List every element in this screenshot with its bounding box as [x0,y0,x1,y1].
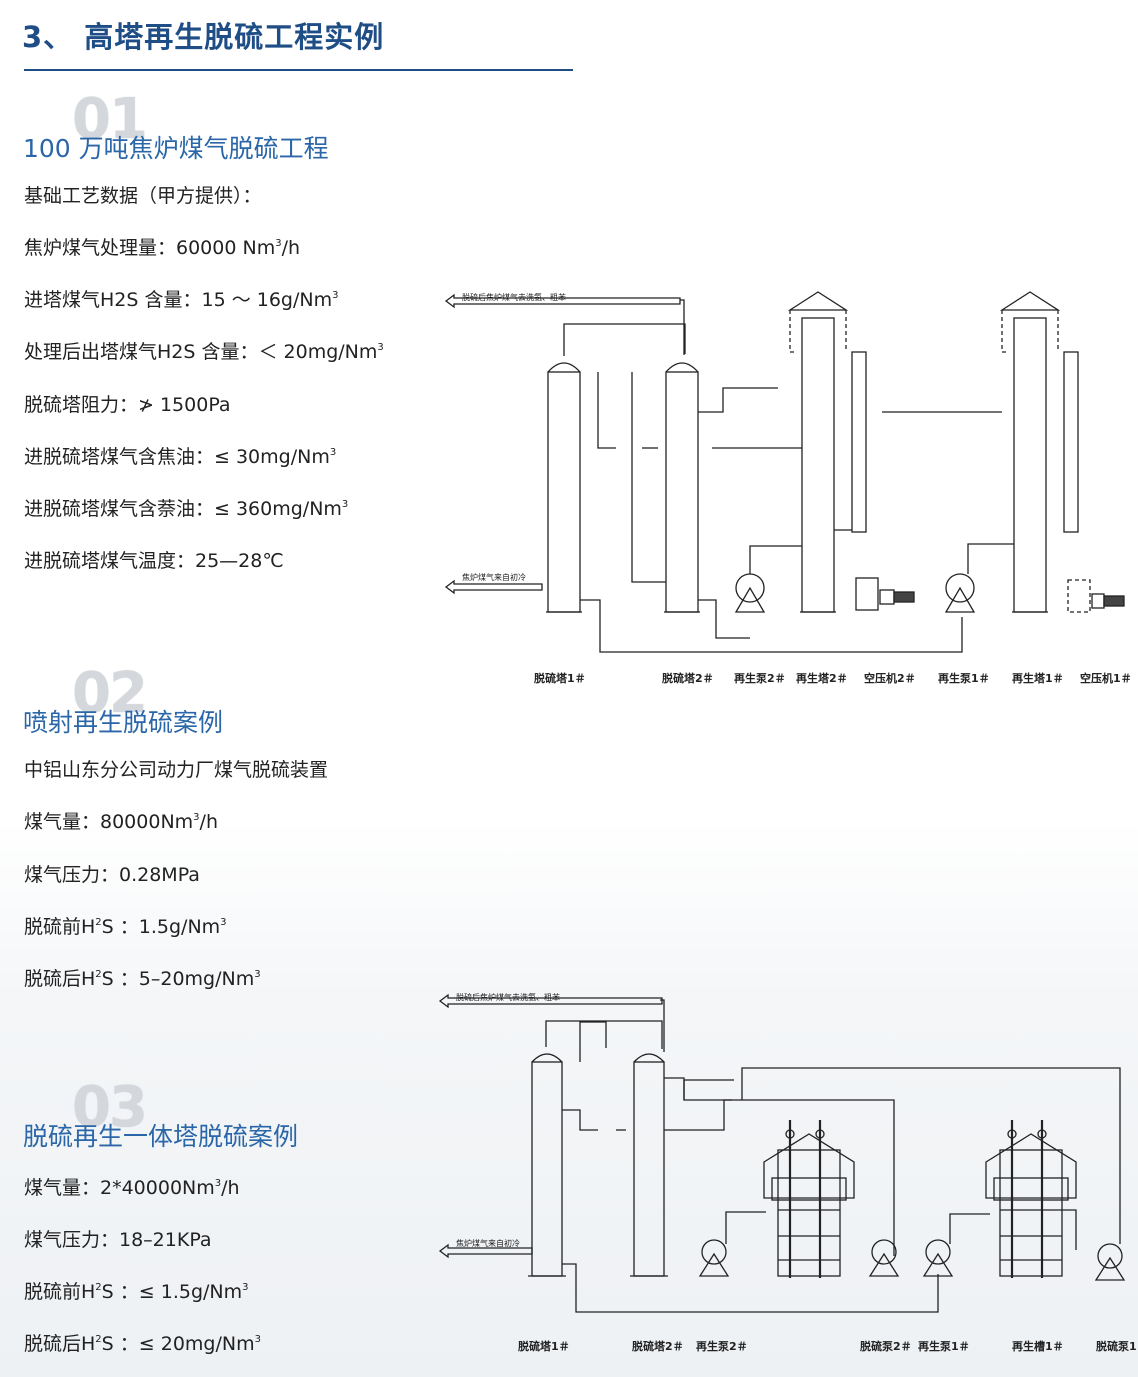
section-title-02: 喷射再生脱硫案例 [23,708,224,737]
spec-line: 中铝山东分公司动力厂煤气脱硫装置 [24,759,329,781]
spec-line: 脱硫前H2S ：≤ 1.5g/Nm3 [24,1281,249,1303]
spec-line: 基础工艺数据（甲方提供）： [24,185,262,207]
diagram1-label: 空压机1＃ [1080,671,1132,685]
diagram1-outlet-label: 脱硫后焦炉煤气去洗氨、粗苯 [462,292,566,302]
spec-line: 脱硫后H2S ：≤ 20mg/Nm3 [24,1333,261,1355]
section-title-03: 脱硫再生一体塔脱硫案例 [23,1122,299,1151]
spec-line: 进脱硫塔煤气含萘油：≤ 360mg/Nm3 [24,498,349,520]
inlet-arrow [444,579,543,595]
regeneration-tank-2 [777,1149,841,1277]
diagram1-label: 再生塔1＃ [1012,671,1064,685]
desulfurization-tower-2 [633,1061,665,1277]
diagram1-label: 脱硫塔1＃ [534,671,586,685]
page-title: 3、 高塔再生脱硫工程实例 [22,20,385,54]
air-compressor-1 [1067,579,1091,613]
diagram2-outlet-label: 脱硫后焦炉煤气去洗氨、粗苯 [456,992,560,1002]
spec-line: 进脱硫塔煤气温度：25—28℃ [24,550,284,572]
title-divider [24,69,573,71]
diagram2-label: 脱硫塔1＃ [518,1339,570,1353]
diagram2-label: 脱硫泵1＃ [1096,1339,1138,1353]
section-number-01: 01 [72,87,148,152]
air-compressor-2 [855,577,879,611]
section-title-01: 100 万吨焦炉煤气脱硫工程 [23,134,329,163]
outlet-arrow [444,293,681,309]
diagram1-label: 再生塔2＃ [796,671,848,685]
spec-line: 煤气压力：18–21KPa [24,1229,212,1251]
section-number-03: 03 [72,1075,148,1140]
desulfurization-pump-1 [1097,1243,1123,1269]
spec-line: 进脱硫塔煤气含焦油：≤ 30mg/Nm3 [24,446,337,468]
diagram1-label: 空压机2＃ [864,671,916,685]
desulfurization-tower-1 [531,1061,563,1277]
diagram1-label: 再生泵2＃ [734,671,786,685]
diagram2-label: 脱硫塔2＃ [632,1339,684,1353]
spec-line: 脱硫塔阻力：≯ 1500Pa [24,394,231,416]
diagram2-inlet-label: 焦炉煤气来自初冷 [456,1238,520,1248]
regeneration-pump-1 [925,1239,951,1265]
diagram1-inlet-label: 焦炉煤气来自初冷 [462,572,526,582]
spec-line: 脱硫后H2S ：5–20mg/Nm3 [24,968,261,990]
spec-line: 煤气压力：0.28MPa [24,864,200,886]
diagram1-label: 脱硫塔2＃ [662,671,714,685]
regeneration-tank-1 [999,1149,1063,1277]
section-number-02: 02 [72,661,148,726]
outlet-arrow [438,993,663,1009]
spec-line: 煤气量：80000Nm3/h [24,811,218,833]
regeneration-pump-2 [701,1239,727,1265]
spec-line: 进塔煤气H2S 含量：15 ～ 16g/Nm3 [24,289,339,311]
spec-line: 煤气量：2*40000Nm3/h [24,1177,240,1199]
spec-line: 脱硫前H2S ：1.5g/Nm3 [24,916,227,938]
diagram2-label: 再生泵2＃ [696,1339,748,1353]
diagram2-label: 脱硫泵2＃ [860,1339,912,1353]
spec-line: 处理后出塔煤气H2S 含量：＜ 20mg/Nm3 [24,341,384,363]
regeneration-pump-1 [945,573,975,603]
diagram1-label: 再生泵1＃ [938,671,990,685]
spec-line: 焦炉煤气处理量：60000 Nm3/h [24,237,301,259]
diagram2-label: 再生槽1＃ [1012,1339,1064,1353]
desulfurization-pump-2 [871,1239,897,1265]
diagram2-label: 再生泵1＃ [918,1339,970,1353]
